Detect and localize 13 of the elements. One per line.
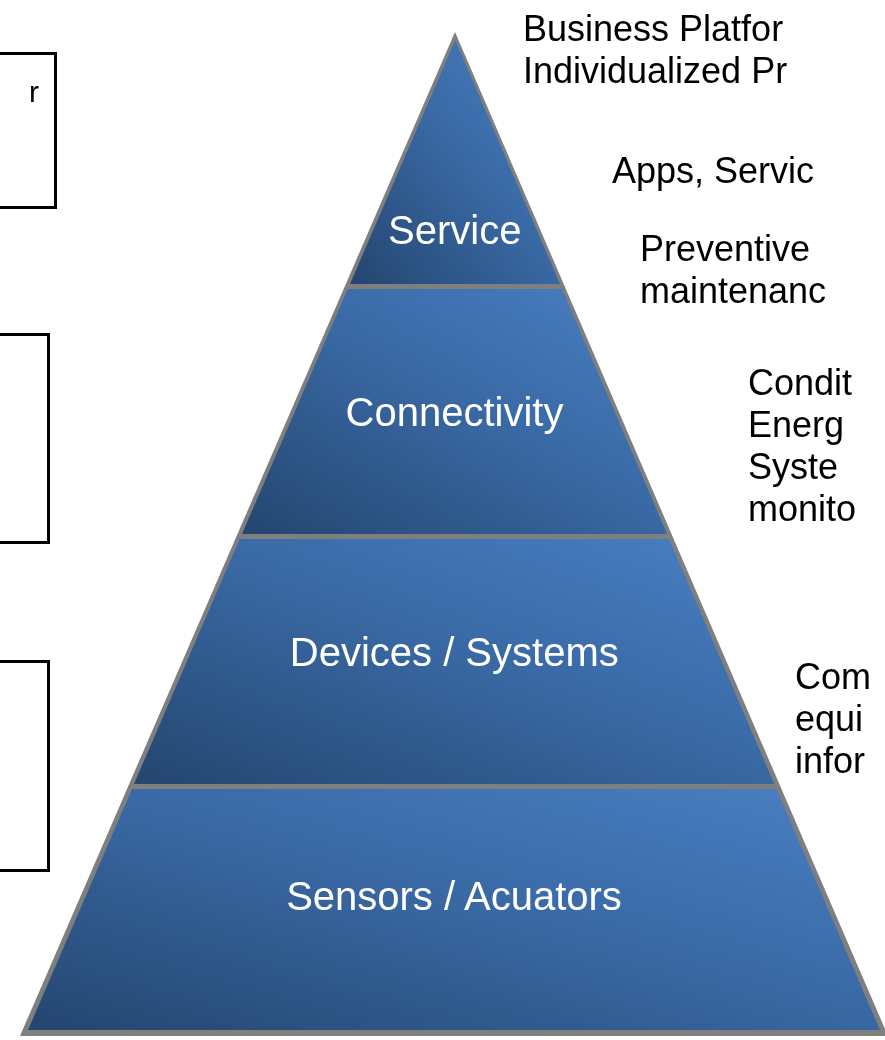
outline-box bbox=[0, 333, 50, 544]
box-label: r bbox=[29, 77, 39, 107]
outline-box bbox=[0, 660, 50, 872]
description-text: Business Platfor Individualized Pr bbox=[523, 8, 789, 92]
layer-label: Sensors / Acuators bbox=[286, 874, 622, 919]
layer-label: Devices / Systems bbox=[289, 630, 619, 675]
description-text: Preventive maintenanc bbox=[640, 228, 828, 312]
description-text: Condit Energ Syste monito bbox=[748, 362, 858, 530]
description-text: Com equi infor bbox=[795, 656, 872, 782]
layer-label: Connectivity bbox=[345, 390, 564, 435]
layer-label: Service bbox=[388, 208, 522, 253]
text-box bbox=[0, 52, 57, 209]
description-text: Apps, Servic bbox=[612, 150, 816, 192]
